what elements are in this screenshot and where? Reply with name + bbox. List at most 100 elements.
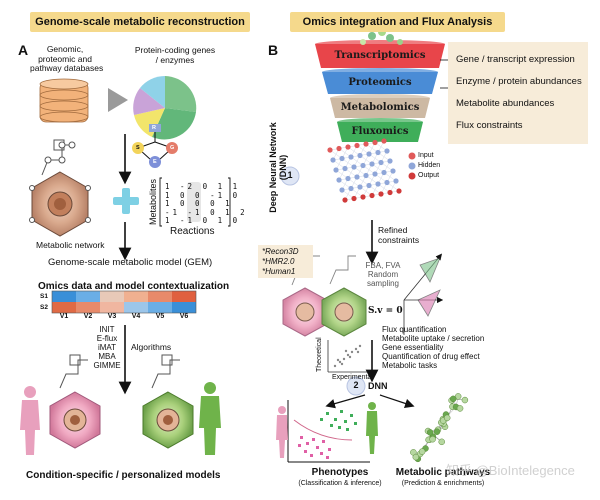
- heatmap-cell-s1-4: [124, 291, 148, 302]
- heatmap-row-s1: S1: [40, 293, 48, 300]
- funnel-band-3: [330, 98, 430, 118]
- dnn-node: [336, 145, 342, 152]
- refined-line-1: Refined: [378, 225, 408, 235]
- heatmap-cell-s2-2: [76, 302, 100, 313]
- stoichiometric-matrix-brackets: [159, 177, 231, 227]
- heatmap-cell-s1-3: [100, 291, 124, 302]
- heatmap-cell-s2-5: [148, 302, 172, 313]
- dnn-node: [339, 155, 345, 162]
- outcome-essentiality: Gene essentiality: [382, 342, 444, 352]
- annotation-enzyme: Enzyme / protein abundances: [456, 76, 582, 87]
- funnel-rim-2: [322, 68, 438, 76]
- pathway-node: [429, 435, 436, 443]
- matrix-row-4: -1 -1 0 1 2: [165, 207, 248, 217]
- dnn-node: [330, 157, 336, 163]
- dnn-node: [375, 149, 381, 156]
- omics-funnel: [315, 40, 445, 142]
- dnn-node: [345, 175, 351, 182]
- legend-output: Output: [418, 172, 440, 179]
- dnn-node: [369, 192, 375, 199]
- heatmap-col-v1: V1: [59, 313, 69, 320]
- pathway-node: [449, 395, 457, 403]
- dnn-node: [351, 195, 357, 202]
- annotation-metabolite: Metabolite abundances: [456, 98, 555, 109]
- panel-b-header: Omics integration and Flux Analysis: [290, 12, 505, 32]
- funnel-rim-3: [330, 94, 430, 102]
- funnel-label-transcriptomics: Transcriptomics: [334, 50, 426, 61]
- heatmap-col-v5: V5: [155, 313, 165, 320]
- annotation-transcript: Gene / transcript expression: [456, 54, 575, 65]
- databases-line-1: Genomic,: [46, 44, 84, 54]
- pathway-node: [412, 453, 420, 461]
- algorithms-list: INIT E-flux iMAT MBA GIMME: [92, 325, 122, 371]
- fba-line-2: Random: [367, 269, 399, 279]
- dnn-node: [348, 154, 354, 160]
- genes-line-2: / enzymes: [155, 54, 195, 65]
- metabolic-pathways-network: [410, 393, 469, 463]
- panel-a-header-text: Genome-scale metabolic reconstruction: [35, 16, 245, 28]
- dnn-node: [363, 141, 369, 147]
- heatmap-row-s2: S2: [40, 304, 48, 311]
- panel-b-header-text: Omics integration and Flux Analysis: [302, 16, 493, 28]
- dnn-node: [354, 142, 360, 149]
- algo-gimme: GIMME: [93, 360, 121, 370]
- pathways-sublabel: (Prediction & enrichments): [401, 480, 485, 487]
- phenotypes-plot: [287, 400, 370, 463]
- funnel-rim-4: [337, 118, 423, 126]
- dnn-node: [345, 144, 351, 150]
- legend-output-swatch: [408, 172, 416, 180]
- triangle-arrow-icon: [108, 88, 128, 112]
- dnn-node: [387, 189, 393, 196]
- arrow-to-phenotypes: [325, 394, 366, 409]
- pathways-label: Metabolic pathways: [395, 467, 491, 478]
- heatmap-cell-s1-5: [148, 291, 172, 302]
- funnel-label-fluxomics: Fluxomics: [351, 126, 409, 137]
- dnn-node: [381, 138, 387, 144]
- neural-network-diagram: [327, 138, 402, 203]
- dnn-node: [378, 191, 384, 197]
- dnn-node: [339, 187, 345, 193]
- dnn-node: [363, 172, 369, 179]
- dnn-node: [366, 182, 372, 189]
- dnn-node: [342, 165, 348, 172]
- pathway-node: [456, 405, 464, 412]
- flux-space-icon: [403, 253, 444, 335]
- pathway-node: [418, 448, 426, 455]
- dnn-node: [336, 177, 342, 183]
- metabolic-network-cell-icon: [29, 139, 91, 237]
- funnel-rim-1: [315, 40, 445, 48]
- dnn-node: [396, 188, 402, 194]
- step1-marker: [280, 166, 300, 186]
- dnn-node: [387, 158, 393, 164]
- algo-imat: iMAT: [97, 342, 117, 352]
- refined-line-2: constraints: [378, 234, 420, 245]
- matrix-metabolites-label: Metabolites: [148, 178, 158, 225]
- step2-number: 2: [353, 380, 359, 390]
- funnel-label-proteomics: Proteomics: [348, 77, 412, 88]
- omics-heatmap: [51, 290, 197, 314]
- dnn-node: [351, 164, 357, 170]
- dnn-node: [357, 152, 363, 159]
- legend-hidden-swatch: [408, 162, 416, 170]
- legend-input-swatch: [408, 152, 416, 160]
- databases-line-2: proteomic and: [38, 53, 92, 64]
- dnn-node: [384, 148, 390, 154]
- database-stack-icon: [39, 78, 89, 123]
- matrix-row-3: 1 0 0 0 1: [165, 199, 233, 208]
- reference-human1: *Human1: [262, 267, 296, 276]
- pink-person-icon: [20, 386, 40, 455]
- reference-hmr2: *HMR2.0: [262, 257, 295, 266]
- algorithms-label: Algorithms: [131, 342, 172, 352]
- phenotypes-label: Phenotypes: [311, 467, 369, 478]
- enzyme-label-g: G: [170, 145, 175, 151]
- dnn-node: [360, 162, 366, 169]
- pathway-node: [438, 438, 445, 446]
- refined-constraints-label: Refined constraints: [378, 225, 420, 245]
- heatmap-cell-s1-1: [52, 291, 76, 302]
- step1-number: 1: [287, 170, 293, 180]
- pathway-node: [426, 429, 434, 436]
- arrow-to-pathways: [379, 394, 415, 409]
- enzyme-pie-icon: [133, 75, 197, 140]
- dnn-node: [360, 194, 366, 200]
- outcome-flux: Flux quantification: [382, 325, 447, 334]
